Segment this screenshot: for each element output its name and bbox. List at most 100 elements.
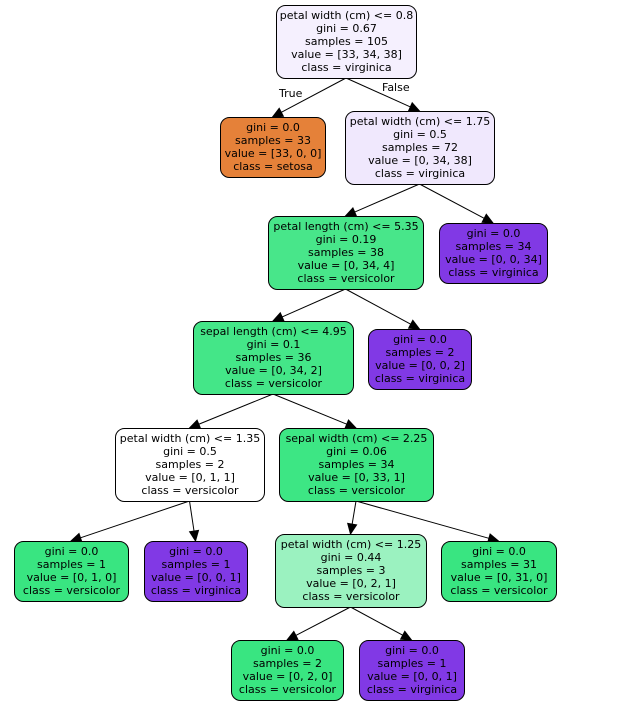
node-text-line: value = [0, 31, 0]	[451, 571, 548, 584]
tree-edge	[347, 500, 358, 536]
node-text-line: class = virginica	[375, 167, 465, 180]
edge-line	[354, 183, 420, 213]
node-box	[368, 329, 472, 390]
node-text-line: class = versicolor	[225, 377, 323, 390]
node-box	[345, 111, 495, 185]
node-text-line: value = [0, 34, 38]	[368, 154, 472, 167]
node-box	[193, 321, 354, 395]
node-box	[220, 117, 326, 178]
node-text-line: value = [0, 34, 2]	[225, 364, 322, 377]
node-text-line: samples = 34	[319, 458, 395, 471]
edge-arrowhead	[407, 101, 421, 112]
node-text-line: value = [0, 34, 4]	[298, 259, 395, 272]
edge-line	[295, 606, 351, 636]
node-text-line: gini = 0.0	[472, 545, 526, 558]
node-text-line: samples = 34	[456, 240, 532, 253]
node-text-line: value = [0, 0, 1]	[367, 670, 457, 683]
node-text-line: value = [0, 2, 1]	[306, 577, 396, 590]
node-text-line: gini = 0.0	[169, 545, 223, 558]
edge-line	[272, 393, 347, 425]
edge-arrowhead	[188, 419, 202, 429]
node-text-line: samples = 3	[317, 564, 386, 577]
node-text-line: sepal width (cm) <= 2.25	[286, 432, 428, 445]
node-text-line: gini = 0.0	[246, 121, 300, 134]
edge-label-false: False	[382, 81, 410, 94]
node-text-line: petal width (cm) <= 1.35	[120, 432, 260, 445]
tree-edge	[355, 500, 500, 544]
tree-edge	[188, 393, 274, 429]
edge-line	[281, 288, 346, 318]
node-text-line: value = [33, 0, 0]	[225, 147, 322, 160]
node-box	[144, 541, 248, 602]
tree-edge: False	[345, 77, 421, 112]
tree-edge: True	[271, 77, 347, 118]
node-text-line: samples = 36	[236, 351, 312, 364]
node-text-line: value = [0, 0, 2]	[375, 359, 465, 372]
node-text-line: gini = 0.0	[385, 644, 439, 657]
node-text-line: class = virginica	[367, 683, 457, 696]
node-text-line: sepal length (cm) <= 4.95	[200, 325, 347, 338]
tree-edge	[344, 183, 420, 217]
node-text-line: class = versicolor	[308, 484, 406, 497]
tree-edge	[345, 288, 421, 330]
edge-line	[345, 77, 411, 108]
node-text-line: class = versicolor	[450, 584, 548, 597]
tree-edge	[350, 606, 413, 641]
tree-edge	[285, 606, 351, 641]
edge-line	[355, 500, 490, 539]
edge-arrowhead	[69, 532, 83, 543]
node-text-line: samples = 38	[308, 246, 384, 259]
edge-line	[345, 288, 411, 325]
node-text-line: petal length (cm) <= 5.35	[273, 220, 418, 233]
edge-line	[80, 500, 190, 539]
node-box	[231, 640, 344, 701]
node-text-line: samples = 105	[305, 35, 388, 48]
node-text-line: class = virginica	[151, 584, 241, 597]
node-text-line: samples = 2	[156, 458, 225, 471]
tree-edge	[271, 288, 346, 322]
edge-arrowhead	[481, 213, 495, 224]
edge-arrowhead	[285, 630, 299, 641]
node-text-line: gini = 0.19	[316, 233, 377, 246]
node-text-line: samples = 1	[37, 558, 106, 571]
node-text-line: samples = 1	[378, 657, 447, 670]
node-text-line: gini = 0.67	[316, 22, 377, 35]
edge-line	[350, 606, 403, 636]
node-text-line: samples = 1	[162, 558, 231, 571]
node-text-line: petal width (cm) <= 0.8	[280, 9, 413, 22]
edge-arrowhead	[271, 107, 285, 118]
node-text-line: samples = 33	[235, 134, 311, 147]
node-text-line: samples = 2	[386, 346, 455, 359]
node-text-line: class = versicolor	[302, 590, 400, 603]
node-text-line: gini = 0.0	[45, 545, 99, 558]
node-text-line: value = [0, 33, 1]	[308, 471, 405, 484]
node-text-line: value = [0, 2, 0]	[243, 670, 333, 683]
node-text-line: samples = 72	[382, 141, 458, 154]
node-text-line: class = versicolor	[239, 683, 337, 696]
node-text-line: class = virginica	[301, 61, 391, 74]
node-text-line: value = [0, 0, 1]	[151, 571, 241, 584]
node-text-line: petal width (cm) <= 1.25	[281, 538, 421, 551]
node-text-line: gini = 0.0	[261, 644, 315, 657]
node-text-line: gini = 0.0	[467, 227, 521, 240]
node-text-line: gini = 0.1	[247, 338, 301, 351]
tree-edge	[419, 183, 495, 224]
edge-label-true: True	[278, 87, 303, 100]
node-box	[275, 534, 427, 608]
node-box	[439, 223, 548, 284]
node-text-line: class = virginica	[375, 372, 465, 385]
node-text-line: class = versicolor	[141, 484, 239, 497]
edge-line	[351, 500, 357, 525]
